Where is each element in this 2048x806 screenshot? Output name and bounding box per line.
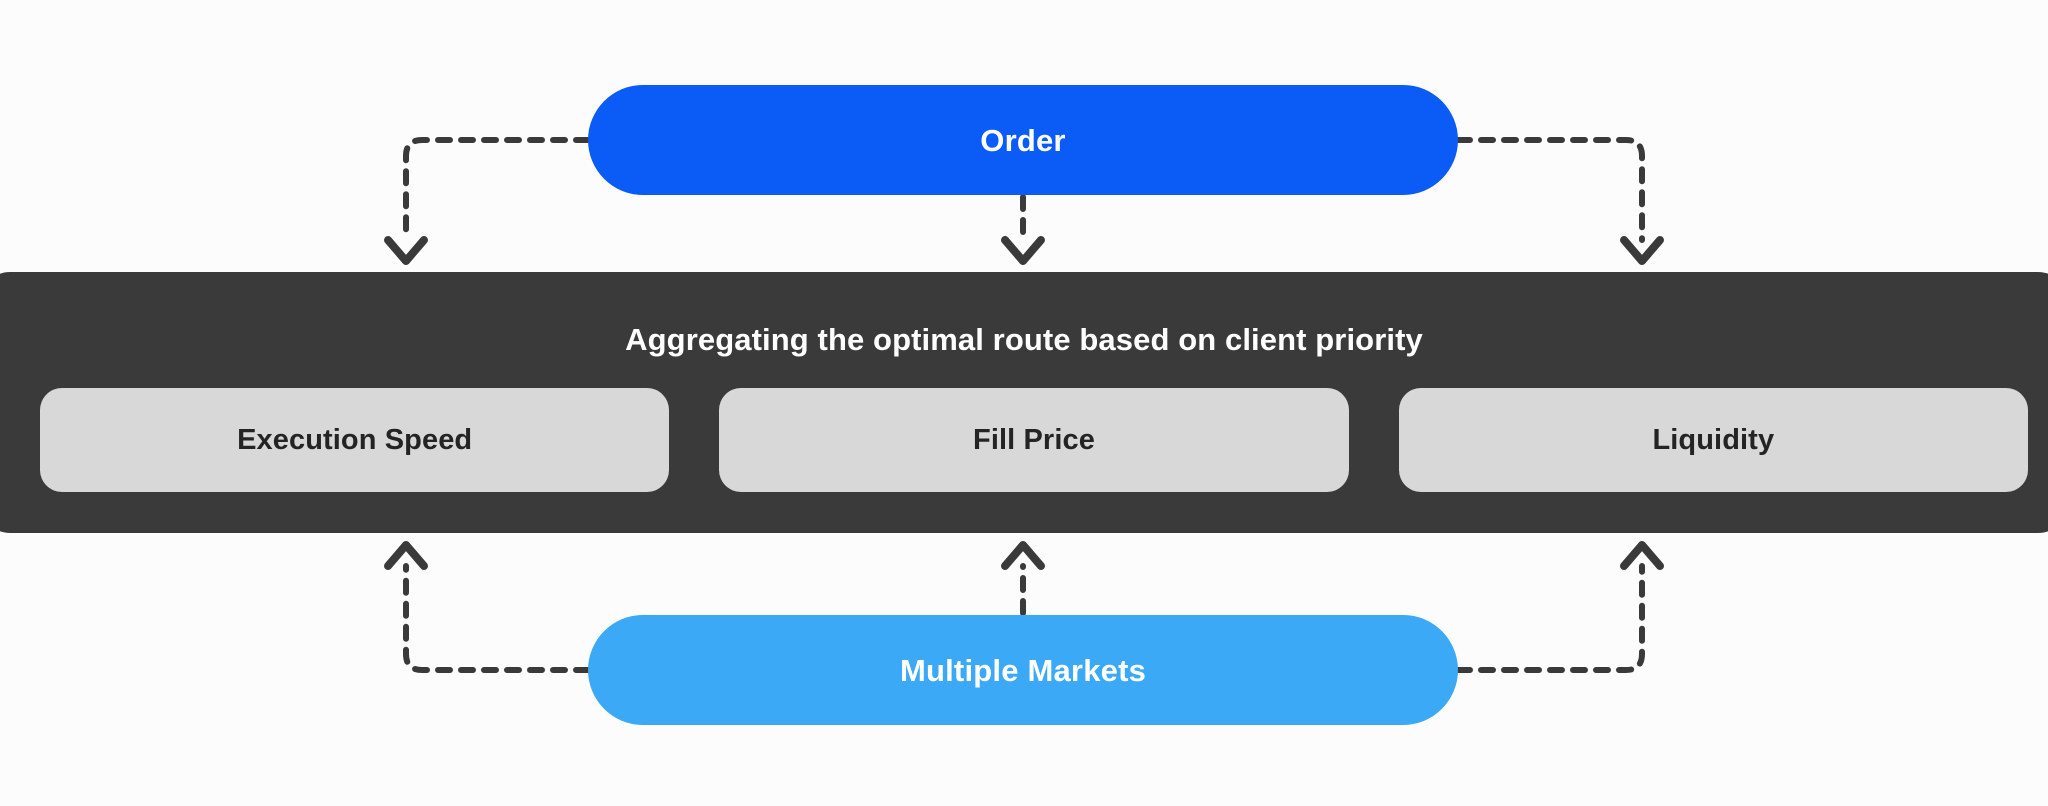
- arrowhead-down-left: [384, 236, 428, 265]
- node-order-label: Order: [980, 122, 1066, 158]
- arrowhead-down-right: [1620, 236, 1664, 265]
- panel-title: Aggregating the optimal route based on c…: [625, 322, 1423, 357]
- arrowhead-up-left: [384, 541, 428, 570]
- criteria-row: Execution Speed Fill Price Liquidity: [40, 388, 2028, 492]
- aggregation-panel: Aggregating the optimal route based on c…: [0, 272, 2048, 533]
- connector-markets-to-liquidity: [1455, 563, 1645, 673]
- connector-order-to-liquidity: [1455, 137, 1645, 243]
- criteria-label-liquidity: Liquidity: [1652, 423, 1775, 456]
- arrowhead-down-center: [1001, 236, 1045, 265]
- connector-order-to-execution-speed: [403, 137, 591, 243]
- criteria-pill-execution-speed[interactable]: Execution Speed: [40, 388, 670, 492]
- criteria-pill-liquidity[interactable]: Liquidity: [1398, 388, 2028, 492]
- node-multiple-markets-label: Multiple Markets: [899, 652, 1147, 688]
- criteria-label-execution-speed: Execution Speed: [237, 423, 473, 456]
- connector-markets-to-execution-speed: [403, 563, 591, 673]
- criteria-label-fill-price: Fill Price: [973, 423, 1095, 456]
- arrowhead-up-center: [1001, 541, 1045, 570]
- arrowhead-up-right: [1620, 541, 1664, 570]
- node-multiple-markets[interactable]: Multiple Markets: [588, 615, 1458, 725]
- node-order[interactable]: Order: [588, 85, 1458, 195]
- criteria-pill-fill-price[interactable]: Fill Price: [719, 388, 1349, 492]
